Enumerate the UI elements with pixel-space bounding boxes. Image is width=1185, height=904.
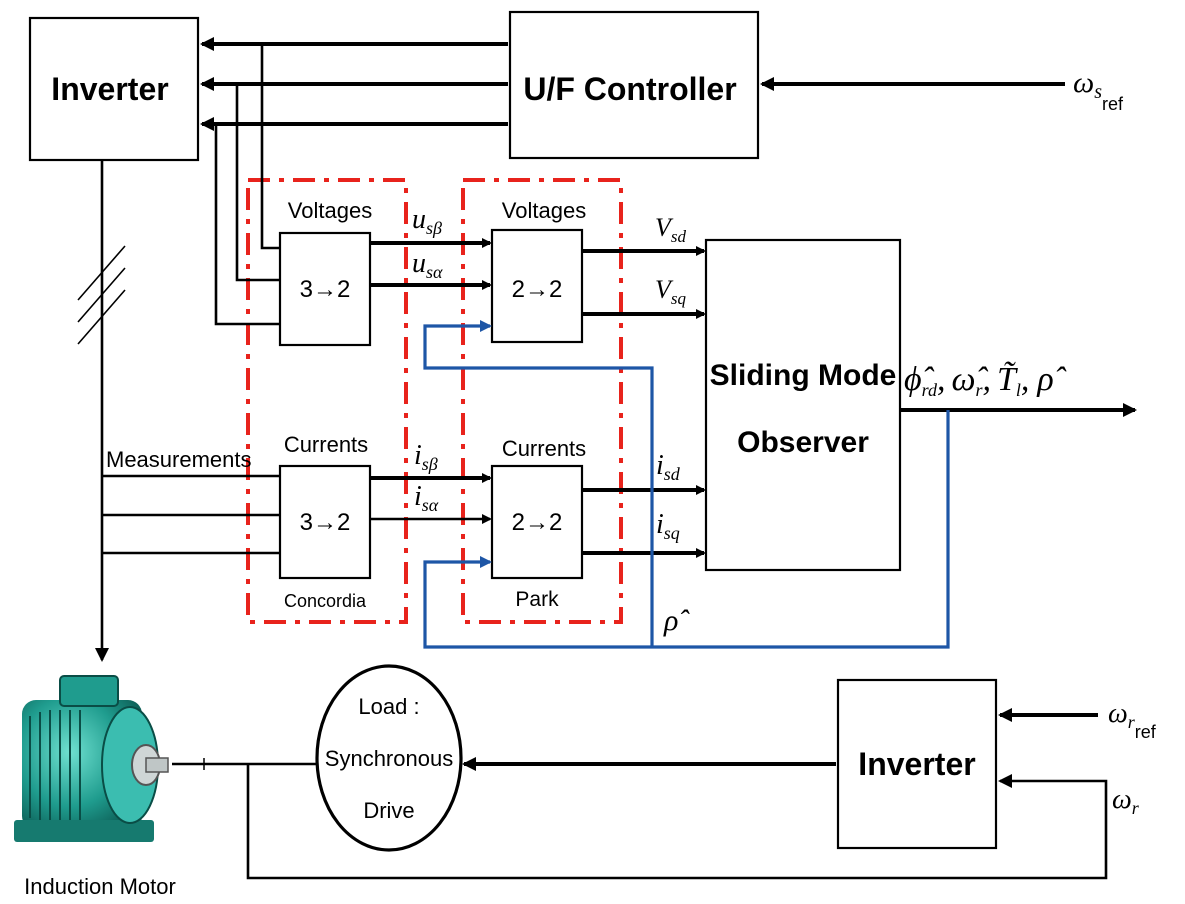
uf-controller-label: U/F Controller xyxy=(523,71,736,107)
i-s-alpha-label: isα xyxy=(414,481,439,515)
voltage-tap-2 xyxy=(235,84,280,282)
measurements-label: Measurements xyxy=(106,447,252,472)
bottom-inverter-label: Inverter xyxy=(858,746,975,782)
phase-slash-1 xyxy=(77,245,126,301)
park-label: Park xyxy=(515,588,559,611)
induction-motor-label: Induction Motor xyxy=(24,874,176,899)
i-sq-label: isq xyxy=(656,509,680,543)
bottom-inverter-block xyxy=(836,678,998,850)
rho-feedback-current xyxy=(423,410,950,649)
v-sd-label: Vsd xyxy=(655,213,687,246)
current-concordia-label: 3→2 xyxy=(300,509,351,536)
voltage-tap-1 xyxy=(260,44,280,250)
currents-left-label: Currents xyxy=(284,432,368,457)
observer-label-line1: Sliding Mode xyxy=(710,359,897,392)
phase-slash-2 xyxy=(77,267,126,323)
top-inverter-block xyxy=(28,16,200,162)
voltages-right-label: Voltages xyxy=(502,198,586,223)
induction-motor-icon xyxy=(14,675,169,842)
current-park-label: 2→2 xyxy=(512,509,563,536)
omega-r-feedback-line xyxy=(246,764,1108,880)
u-s-alpha-label: usα xyxy=(412,248,443,282)
voltage-concordia-block xyxy=(278,231,372,347)
current-concordia-block xyxy=(278,464,372,580)
voltage-concordia-label: 3→2 xyxy=(300,276,351,303)
voltages-left-label: Voltages xyxy=(288,198,372,223)
voltage-park-label: 2→2 xyxy=(512,276,563,303)
sliding-mode-observer-block xyxy=(704,238,902,572)
load-label-line2: Synchronous xyxy=(325,746,453,771)
load-label-line1: Load : xyxy=(358,694,419,719)
observer-outputs-label: ϕ̂rd,ω̂r,T̃l,ρ̂ xyxy=(904,360,1067,400)
u-s-beta-label: usβ xyxy=(412,204,442,238)
voltage-park-block xyxy=(490,228,584,344)
voltage-tap-3 xyxy=(214,124,280,326)
i-sd-label: isd xyxy=(656,450,681,484)
current-park-block xyxy=(490,464,584,580)
load-label-line3: Drive xyxy=(363,798,414,823)
uf-controller-block xyxy=(508,10,760,160)
v-sq-label: Vsq xyxy=(655,275,687,308)
concordia-frame xyxy=(246,178,408,624)
observer-label-line2: Observer xyxy=(737,426,869,459)
concordia-label: Concordia xyxy=(284,591,367,611)
rho-hat-label: ρ̂ xyxy=(663,604,690,637)
top-inverter-label: Inverter xyxy=(51,71,168,107)
i-s-beta-label: isβ xyxy=(414,440,438,474)
load-synchronous-drive xyxy=(315,664,463,852)
omega-r-ref-label: ωrref xyxy=(1108,698,1157,742)
phase-slash-3 xyxy=(77,289,126,345)
currents-right-label: Currents xyxy=(502,436,586,461)
park-frame xyxy=(461,178,623,624)
rho-feedback-voltage xyxy=(423,320,654,647)
omega-s-ref-label: ωsref xyxy=(1073,66,1124,114)
omega-r-label: ωr xyxy=(1112,784,1140,818)
